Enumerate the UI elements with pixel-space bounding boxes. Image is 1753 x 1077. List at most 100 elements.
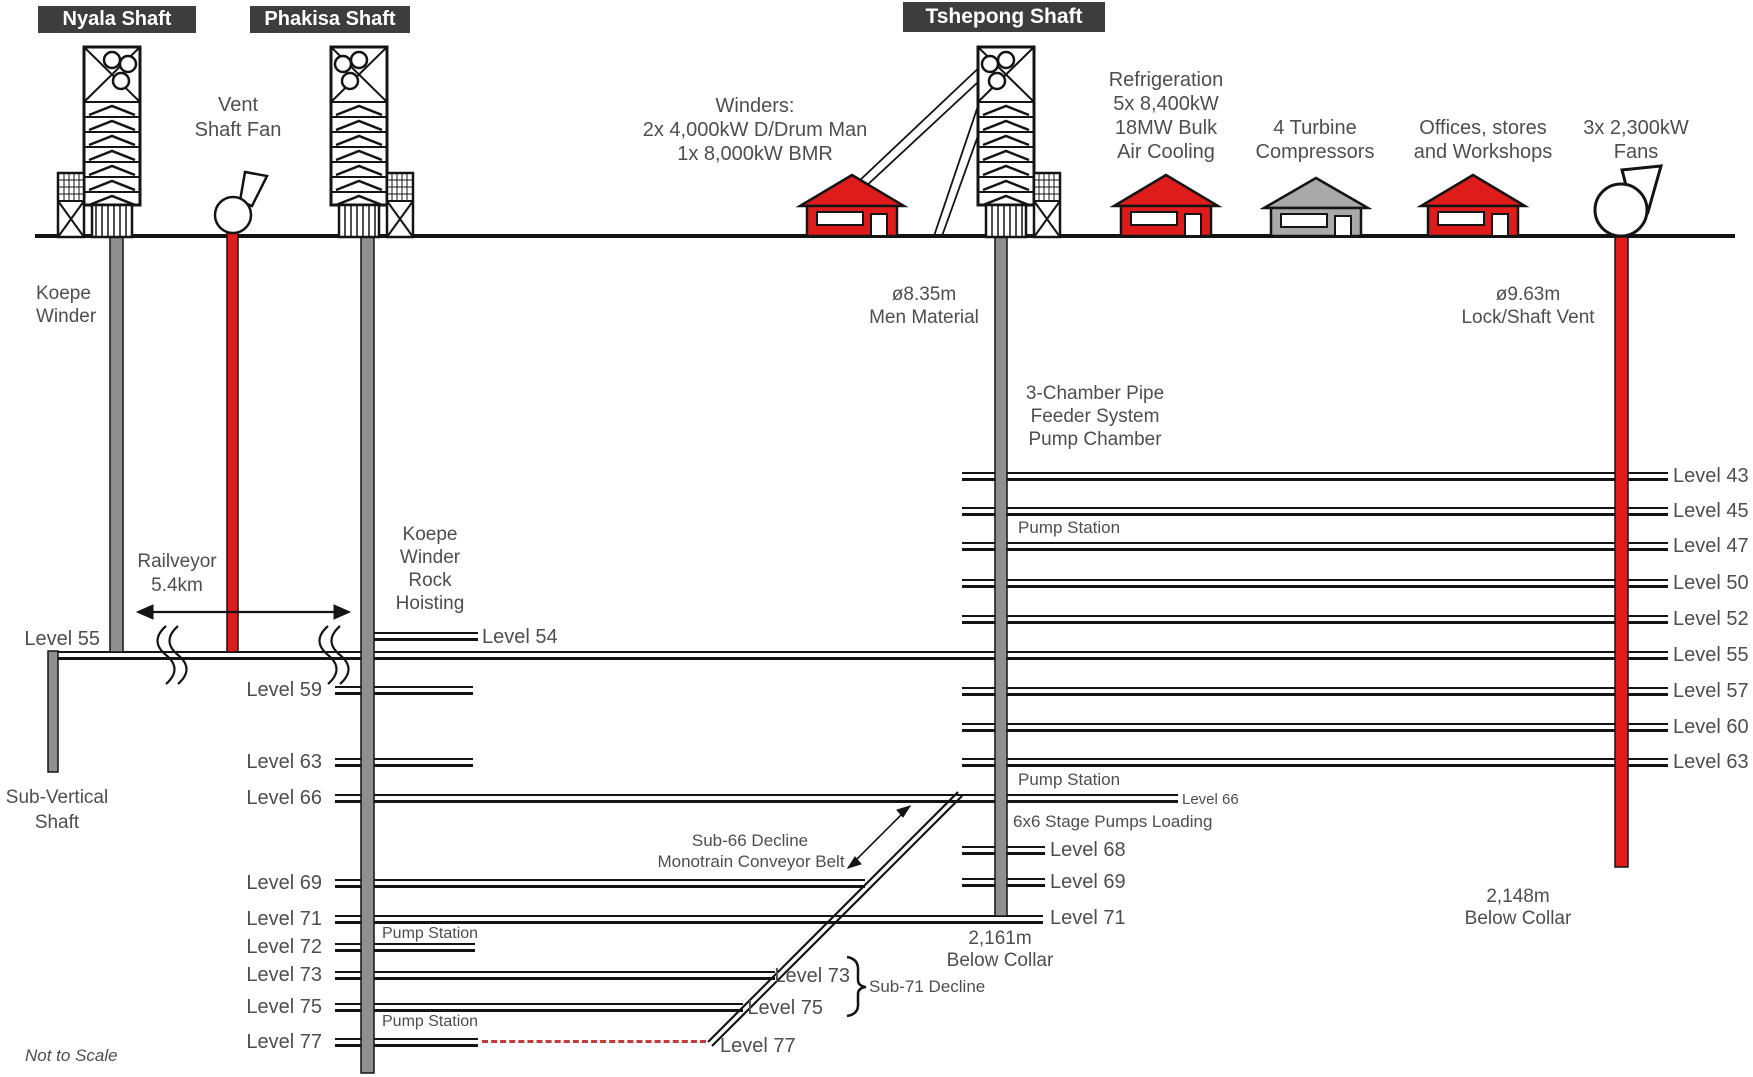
- level-68-label: Level 68: [1050, 839, 1126, 861]
- level-63-label-right: Level 63: [1673, 751, 1749, 773]
- level-line-75: [335, 1003, 743, 1012]
- level-69-label-left: Level 69: [246, 872, 322, 894]
- level-line-63r: [962, 758, 1668, 767]
- sub-vertical-label-2: Shaft: [34, 812, 80, 833]
- sub-vertical-label-1: Sub-Vertical: [5, 787, 109, 808]
- level-45-label: Level 45: [1673, 500, 1749, 522]
- sub71-brace: [846, 955, 867, 1018]
- winders-label-3: 1x 8,000kW BMR: [677, 143, 833, 165]
- nyala-headframe: [56, 45, 142, 239]
- pipe-feeder-label-1: 3-Chamber Pipe: [1025, 383, 1165, 404]
- level-66-label-mid: Level 66: [1182, 791, 1239, 808]
- lock-vent-label-2: Lock/Shaft Vent: [1461, 307, 1595, 328]
- refrigeration-label-1: Refrigeration: [1108, 69, 1224, 91]
- tshepong-shaft-column: [994, 236, 1008, 917]
- level-63-label-left: Level 63: [246, 751, 322, 773]
- level-59-label: Level 59: [246, 679, 322, 701]
- sub71-decline-label: Sub-71 Decline: [869, 977, 986, 996]
- pump-station-label-2: Pump Station: [1018, 770, 1121, 789]
- level-line-59: [335, 686, 473, 695]
- level-line-50: [962, 579, 1668, 588]
- tshepong-depth-label-2: Below Collar: [946, 950, 1054, 971]
- level-75-label-left: Level 75: [246, 996, 322, 1018]
- men-material-label-1: ø8.35m: [891, 284, 957, 305]
- offices-label-1: Offices, stores: [1419, 117, 1547, 139]
- level-line-47: [962, 542, 1668, 551]
- level-60-label: Level 60: [1673, 716, 1749, 738]
- level-line-72: [335, 943, 475, 952]
- level-line-55-main: [57, 651, 1668, 660]
- level-line-66: [335, 794, 1178, 803]
- level-52-label: Level 52: [1673, 608, 1749, 630]
- vent-fan-icon: [213, 170, 269, 235]
- level-line-63l: [335, 758, 473, 767]
- level-50-label: Level 50: [1673, 572, 1749, 594]
- surface-fans-icon: [1593, 164, 1664, 238]
- compressor-building: [1259, 176, 1373, 238]
- level-line-73: [335, 971, 775, 980]
- pipe-feeder-label-2: Feeder System: [1030, 406, 1160, 427]
- pump-station-label-4: Pump Station: [382, 1013, 479, 1030]
- nyala-shaft-column: [109, 236, 124, 653]
- phakisa-shaft-column: [360, 236, 375, 1074]
- pipe-feeder-label-3: Pump Chamber: [1028, 429, 1162, 450]
- fans-label-2: Fans: [1613, 141, 1659, 163]
- sub66-decline-label-1: Sub-66 Decline: [691, 831, 809, 850]
- level-71-label-mid: Level 71: [1050, 907, 1126, 929]
- compressors-label-1: 4 Turbine: [1273, 117, 1357, 139]
- vent-fan-label-2: Shaft Fan: [194, 119, 282, 141]
- lock-vent-label-1: ø9.63m: [1495, 284, 1561, 305]
- level-66-label-left: Level 66: [246, 787, 322, 809]
- level-54-label: Level 54: [482, 626, 558, 648]
- rock-hoisting-label-3: Rock: [408, 570, 452, 591]
- pump-station-label-1: Pump Station: [1018, 518, 1121, 537]
- level-line-57: [962, 687, 1668, 696]
- compressors-label-2: Compressors: [1255, 141, 1375, 163]
- level-69-label-mid: Level 69: [1050, 871, 1126, 893]
- nyala-title: Nyala Shaft: [38, 6, 196, 33]
- vent-depth-label-1: 2,148m: [1486, 886, 1550, 907]
- winders-label-1: Winders:: [715, 95, 795, 117]
- level-43-label: Level 43: [1673, 465, 1749, 487]
- tshepong-depth-label-1: 2,161m: [968, 928, 1032, 949]
- level-line-71: [335, 915, 1043, 924]
- level-71-label-left: Level 71: [246, 908, 322, 930]
- level-line-69: [335, 879, 865, 888]
- stage-pumps-label: 6x6 Stage Pumps Loading: [1013, 812, 1213, 831]
- lock-vent-shaft-column: [1614, 236, 1629, 868]
- rock-hoisting-label-4: Hoisting: [395, 593, 465, 614]
- refrigeration-label-4: Air Cooling: [1117, 141, 1215, 163]
- tshepong-headframe: [976, 45, 1062, 239]
- pump-station-label-3: Pump Station: [382, 925, 479, 942]
- conveyor-arrow: [846, 805, 912, 869]
- vent-fan-label-1: Vent: [217, 94, 259, 116]
- level-line-52: [962, 615, 1668, 624]
- offices-label-2: and Workshops: [1413, 141, 1553, 163]
- level-77-label-left: Level 77: [246, 1031, 322, 1053]
- sub66-decline-label-2: Monotrain Conveyor Belt: [657, 852, 845, 871]
- fans-label-1: 3x 2,300kW: [1583, 117, 1689, 139]
- line-break-marks: [156, 625, 350, 685]
- refrigeration-label-2: 5x 8,400kW: [1113, 93, 1219, 115]
- level-77-dashed-line: [482, 1040, 706, 1043]
- refrigeration-label-3: 18MW Bulk: [1114, 117, 1218, 139]
- level-75-label-decline: Level 75: [747, 997, 823, 1019]
- phakisa-headframe: [329, 45, 415, 239]
- winder-house-building: [795, 173, 909, 238]
- level-line-43: [962, 472, 1668, 481]
- winders-label-2: 2x 4,000kW D/Drum Man: [642, 119, 868, 141]
- vent-shaft-column: [226, 232, 239, 653]
- level-line-60: [962, 723, 1668, 732]
- level-55-label-right: Level 55: [1673, 644, 1749, 666]
- rock-hoisting-label-2: Winder: [399, 547, 461, 568]
- railveyor-arrow: [135, 604, 352, 620]
- koepe-winder-label-1: Koepe: [36, 283, 91, 304]
- koepe-winder-label-2: Winder: [36, 306, 97, 327]
- level-57-label: Level 57: [1673, 680, 1749, 702]
- level-73-label-left: Level 73: [246, 964, 322, 986]
- level-47-label: Level 47: [1673, 535, 1749, 557]
- offices-building: [1416, 173, 1530, 238]
- refrigeration-building: [1109, 173, 1223, 238]
- level-77-label-decline: Level 77: [720, 1035, 796, 1057]
